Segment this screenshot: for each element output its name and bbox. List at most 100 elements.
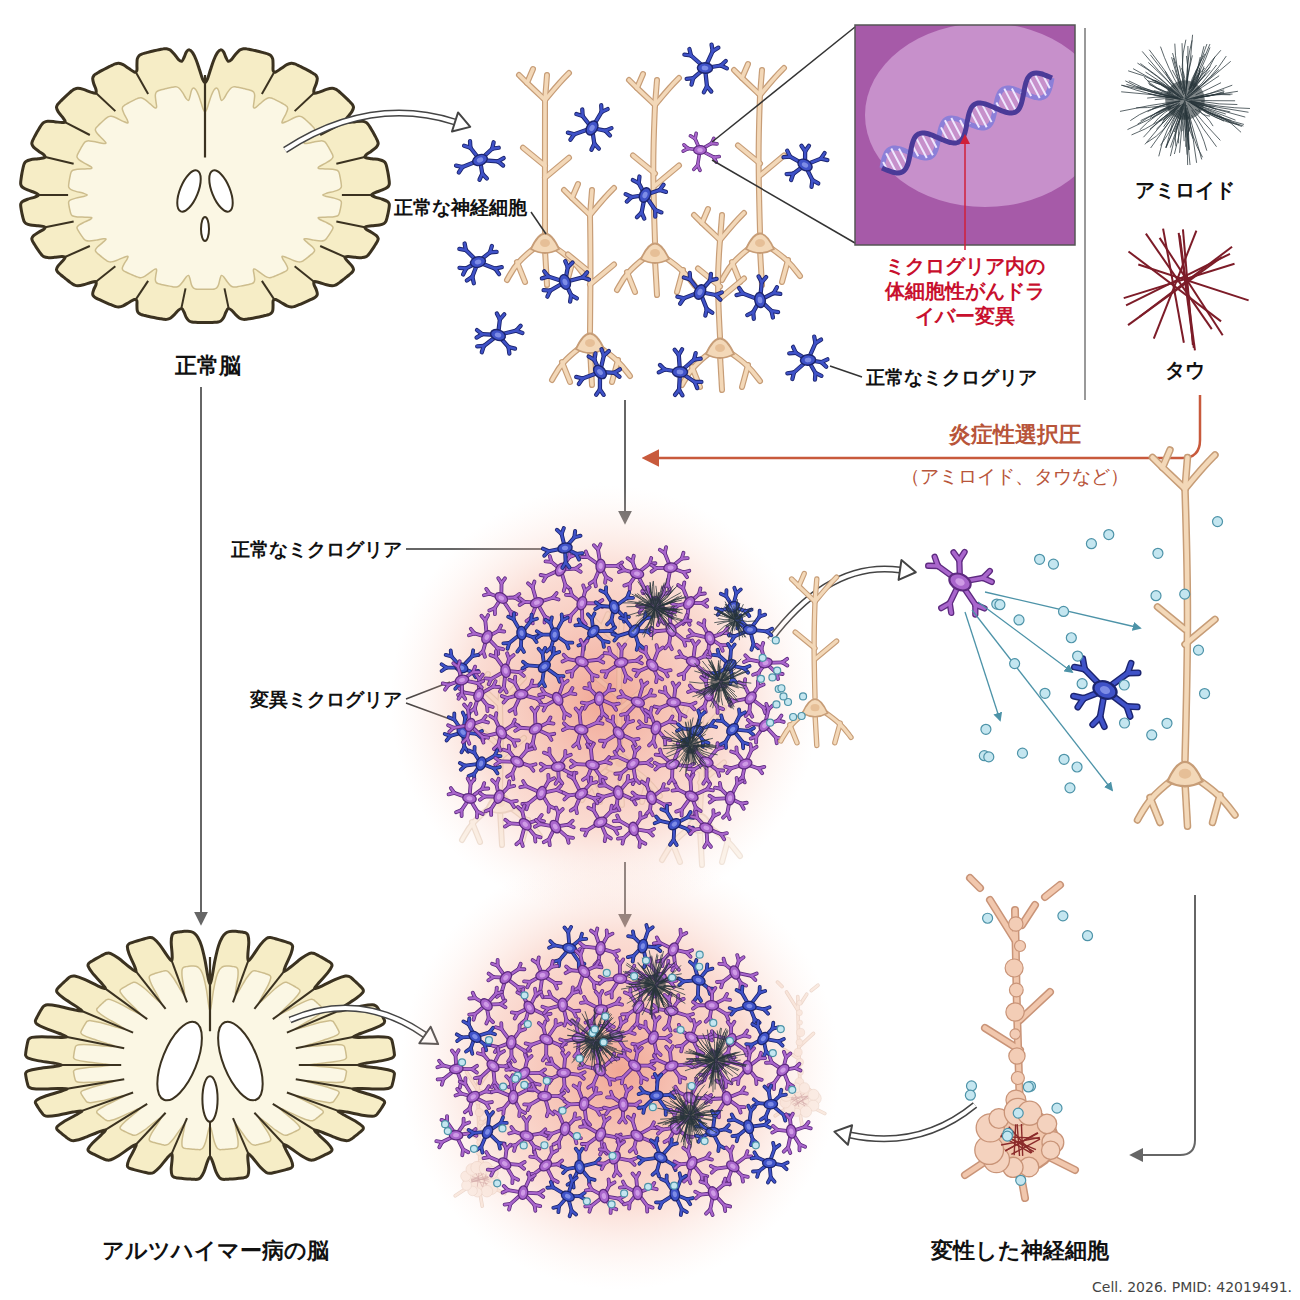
microglia bbox=[535, 612, 575, 654]
cytokine-dot bbox=[1010, 659, 1020, 669]
cytokine-dot bbox=[541, 1142, 548, 1149]
mutant-microglia bbox=[613, 808, 658, 851]
cytokine-dot bbox=[1059, 754, 1069, 764]
callout-label: タウ bbox=[1165, 358, 1205, 383]
amyloid-plaque bbox=[662, 718, 718, 775]
neuron bbox=[582, 614, 660, 805]
callout-label: 変異ミクログリア bbox=[250, 688, 402, 712]
cytokine-dot bbox=[1193, 645, 1203, 655]
microglia bbox=[450, 1010, 501, 1061]
mutant-microglia bbox=[769, 1110, 814, 1155]
cytokine-dot bbox=[772, 637, 779, 644]
mutant-microglia bbox=[740, 699, 795, 754]
mutant-microglia bbox=[478, 949, 535, 1006]
amyloid-plaque bbox=[657, 1083, 722, 1148]
alzheimer-brain bbox=[26, 931, 395, 1179]
mutant-microglia bbox=[444, 699, 498, 751]
amyloid-plaque bbox=[683, 1028, 747, 1093]
cytokine-dot bbox=[543, 1077, 550, 1084]
cytokine-dot bbox=[609, 1152, 616, 1159]
mutant-microglia bbox=[596, 775, 640, 813]
cytokine-dot bbox=[726, 1037, 733, 1044]
mutant-microglia bbox=[438, 657, 486, 704]
cytokine-dot bbox=[984, 752, 994, 762]
cytokine-dot bbox=[780, 693, 787, 700]
mutant-microglia bbox=[477, 573, 529, 624]
cytokine-dot bbox=[769, 674, 776, 681]
cytokine-dot bbox=[621, 1190, 628, 1197]
microglia bbox=[435, 642, 484, 695]
microglia bbox=[546, 923, 592, 971]
selection-arrow bbox=[645, 395, 1200, 458]
amyloid-plaque bbox=[623, 578, 687, 640]
cytokine-dot bbox=[1013, 1108, 1023, 1118]
microglia bbox=[450, 132, 509, 188]
mutant-microglia bbox=[606, 1040, 660, 1095]
figure-panel: アルツハイマー病の脳 bbox=[15, 925, 415, 1270]
mutant-microglia bbox=[504, 981, 556, 1034]
mutant-microglia bbox=[513, 575, 564, 629]
normal-tissue bbox=[450, 44, 833, 402]
mutant-microglia bbox=[519, 954, 564, 1001]
mutant-microglia bbox=[460, 978, 513, 1031]
cytokine-dot bbox=[1023, 1082, 1033, 1092]
cytokine-dot bbox=[983, 913, 993, 923]
neuron bbox=[722, 64, 800, 285]
callout-label: 正常なミクログリア bbox=[231, 538, 402, 562]
mutant-microglia bbox=[490, 734, 543, 786]
cytokine-dot bbox=[778, 685, 785, 692]
mutant-microglia bbox=[683, 133, 720, 171]
mutant-microglia bbox=[625, 638, 679, 692]
microglia bbox=[659, 349, 702, 395]
cytokine-dot bbox=[965, 1090, 975, 1100]
panel-label: アルツハイマー病の脳 bbox=[102, 1237, 329, 1265]
mutant-microglia bbox=[649, 545, 692, 592]
cytokine-dot bbox=[1200, 689, 1210, 699]
mutant-microglia bbox=[434, 1047, 480, 1091]
callout-label: ミクログリア内の体細胞性がんドライバー変異 bbox=[878, 254, 1052, 329]
mutant-microglia bbox=[553, 765, 606, 819]
cytokine-dot bbox=[757, 675, 764, 682]
cytokine-dot bbox=[1014, 615, 1024, 625]
mutant-microglia bbox=[603, 1085, 642, 1124]
mutant-microglia bbox=[720, 741, 767, 787]
mutant-microglia bbox=[509, 702, 560, 754]
zoom-arrow bbox=[834, 1105, 975, 1145]
microglia bbox=[519, 640, 574, 695]
microglia bbox=[608, 603, 660, 656]
neuron bbox=[462, 674, 540, 845]
mutant-microglia bbox=[671, 636, 717, 685]
cytokine-dot bbox=[649, 1104, 656, 1111]
mutant-microglia bbox=[690, 1170, 739, 1220]
mutant-microglia bbox=[710, 949, 760, 996]
microglia bbox=[1057, 644, 1151, 737]
mutant-microglia bbox=[544, 1107, 586, 1151]
callout-label: 正常なミクログリア bbox=[866, 366, 1037, 390]
mutant-microglia bbox=[612, 675, 662, 727]
cytokine-dot bbox=[1083, 931, 1093, 941]
mutant-microglia bbox=[490, 1073, 534, 1117]
mutant-microglia bbox=[668, 1141, 716, 1190]
cytokine-dot bbox=[600, 1039, 607, 1046]
mutant-microglia bbox=[453, 668, 503, 719]
mutant-microglia bbox=[633, 705, 677, 751]
cytokine-dot bbox=[1119, 680, 1129, 690]
microglia bbox=[649, 796, 701, 848]
cytokine-dot bbox=[583, 1198, 590, 1205]
figure-panel: 変性した神経細胞 bbox=[895, 870, 1145, 1270]
neuron bbox=[682, 209, 760, 390]
zoom-arrow bbox=[285, 112, 470, 150]
paracrine-panel bbox=[914, 450, 1235, 826]
microglia bbox=[751, 1142, 788, 1183]
cytokine-dot bbox=[688, 1082, 695, 1089]
cytokine-dot bbox=[512, 1075, 519, 1082]
neuron bbox=[662, 704, 740, 865]
callout-label: 炎症性選択圧 bbox=[949, 421, 1081, 449]
panel-label: 正常脳 bbox=[175, 352, 241, 380]
microglia bbox=[540, 1168, 592, 1220]
mutant-microglia bbox=[592, 708, 645, 760]
mutant-microglia bbox=[691, 986, 734, 1025]
cytokine-dot bbox=[798, 712, 805, 719]
